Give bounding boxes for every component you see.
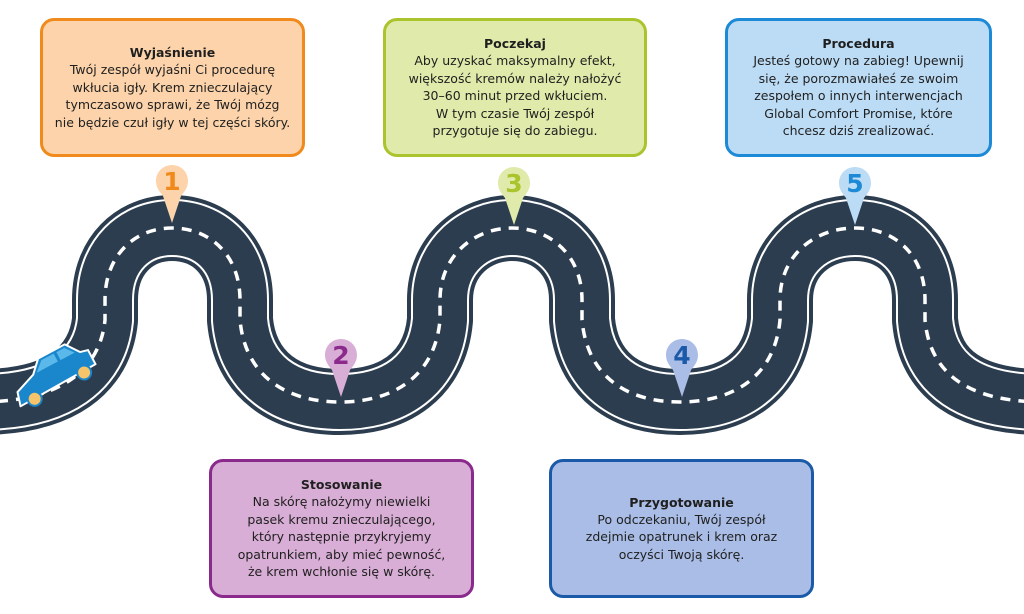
- step-number: 5: [846, 169, 864, 198]
- step-line: 30–60 minut przed wkłuciem.: [422, 88, 608, 104]
- step-line: nie będzie czuł igły w tej części skóry.: [54, 114, 291, 130]
- step-line: przygotuje się do zabiegu.: [432, 123, 598, 139]
- step-card-4: Przygotowanie Po odczekaniu, Twój zespół…: [549, 459, 814, 598]
- step-number: 1: [163, 167, 181, 196]
- step-card-5: Procedura Jesteś gotowy na zabieg! Upewn…: [725, 18, 992, 157]
- map-pin-icon: [156, 165, 188, 223]
- step-title: Wyjaśnienie: [129, 45, 216, 60]
- map-pin-icon: [498, 167, 530, 225]
- step-line: Na skórę nałożymy niewielki: [252, 494, 431, 510]
- step-number: 3: [505, 169, 523, 198]
- step-number: 2: [332, 341, 350, 370]
- step-description: Na skórę nałożymy niewielki pasek kremu …: [238, 493, 446, 581]
- car-icon: [16, 343, 97, 408]
- step-description: Twój zespół wyjaśni Ci procedurę wkłucia…: [55, 61, 290, 131]
- step-line: zdejmie opatrunek i krem oraz: [585, 529, 778, 545]
- step-card-2: Stosowanie Na skórę nałożymy niewielki p…: [209, 459, 474, 598]
- step-line: tymczasowo sprawi, że Twój mózg: [65, 97, 280, 112]
- step-line: Po odczekaniu, Twój zespół: [597, 511, 766, 527]
- road-inner: [0, 201, 1024, 429]
- step-line: W tym czasie Twój zespół: [435, 105, 595, 121]
- step-title: Przygotowanie: [629, 494, 734, 510]
- step-line: Global Comfort Promise, które: [764, 105, 953, 121]
- step-line: wkłucia igły. Krem znieczulający: [72, 79, 273, 95]
- step-line: Twój zespół wyjaśni Ci procedurę: [69, 62, 276, 77]
- step-title: Poczekaj: [484, 36, 546, 52]
- step-description: Jesteś gotowy na zabieg! Upewnij się, że…: [753, 52, 963, 140]
- step-line: większość kremów należy nałożyć: [408, 70, 622, 86]
- step-marker-1: 1: [155, 164, 189, 224]
- step-line: Jesteś gotowy na zabieg! Upewnij: [753, 53, 964, 69]
- map-pin-icon: [666, 339, 698, 397]
- car-body: [16, 343, 97, 408]
- map-pin-icon: [325, 339, 357, 397]
- step-line: Aby uzyskać maksymalny efekt,: [414, 53, 616, 69]
- map-pin-icon: [839, 167, 871, 225]
- step-line: pasek kremu znieczulającego,: [247, 511, 436, 527]
- car-wheel: [26, 390, 43, 407]
- step-marker-3: 3: [497, 166, 531, 226]
- step-title: Stosowanie: [300, 477, 383, 493]
- step-line: że krem wchłonie się w skórę.: [247, 564, 436, 580]
- step-line: opatrunkiem, aby mieć pewność,: [237, 546, 446, 562]
- step-title: Procedura: [822, 36, 895, 52]
- car-window: [36, 353, 58, 373]
- step-description: Aby uzyskać maksymalny efekt, większość …: [409, 52, 622, 140]
- step-marker-4: 4: [665, 338, 699, 398]
- step-card-3: Poczekaj Aby uzyskać maksymalny efekt, w…: [383, 18, 647, 157]
- step-line: oczyści Twoją skórę.: [618, 546, 745, 562]
- step-marker-2: 2: [324, 338, 358, 398]
- car-window: [56, 347, 75, 361]
- step-line: chcesz dziś zrealizować.: [782, 123, 935, 139]
- step-line: który następnie przykryjemy: [251, 529, 432, 545]
- step-number: 4: [673, 341, 691, 370]
- step-description: Po odczekaniu, Twój zespół zdejmie opatr…: [586, 511, 777, 564]
- step-marker-5: 5: [838, 166, 872, 226]
- step-line: zespołem o innych interwencjach: [754, 88, 963, 104]
- step-card-1: Wyjaśnienie Twój zespół wyjaśni Ci proce…: [40, 18, 305, 157]
- step-line: się, że porozmawiałeś ze swoim: [758, 70, 959, 86]
- car-wheel: [76, 364, 93, 381]
- road-center-dashes: [0, 226, 1024, 404]
